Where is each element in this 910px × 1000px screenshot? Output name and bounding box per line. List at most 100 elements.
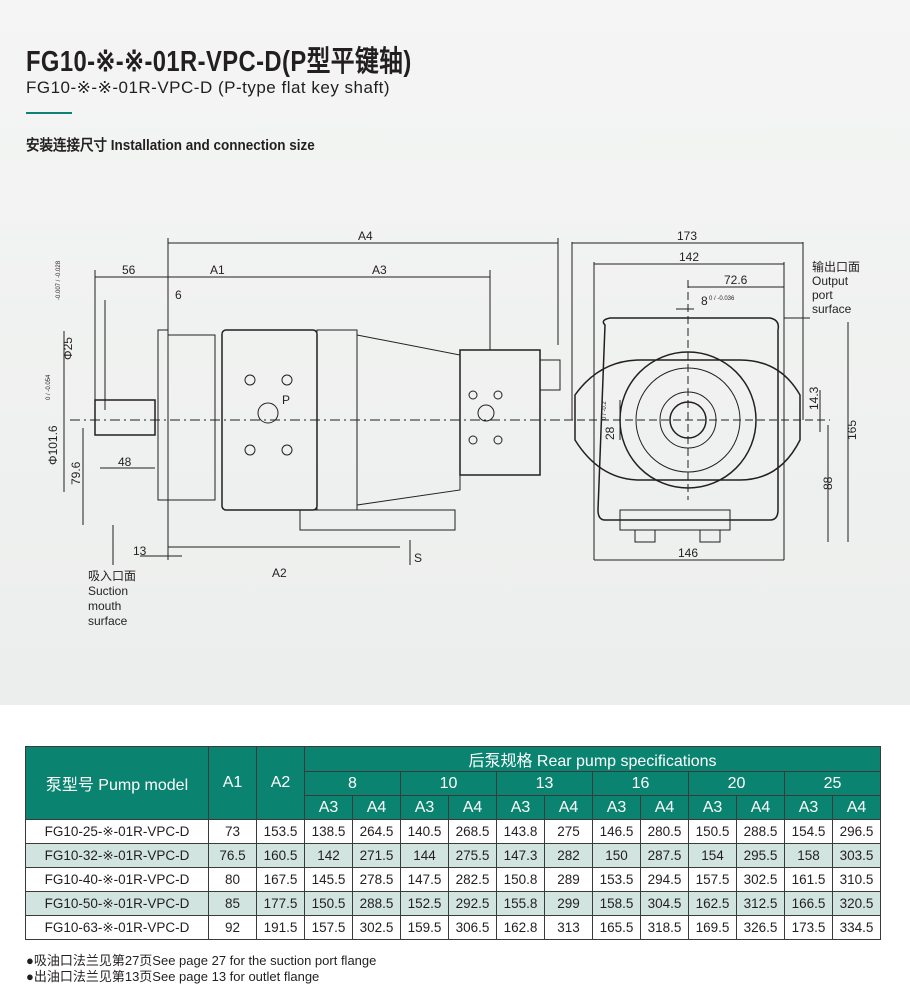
dim-s: S — [414, 551, 422, 565]
value-cell: 318.5 — [640, 915, 689, 940]
model-cell: FG10-32-※-01R-VPC-D — [25, 843, 209, 868]
dim-phi101: Φ101.6 — [46, 425, 60, 465]
output-label-2: port — [812, 288, 833, 302]
value-cell: 282 — [544, 843, 593, 868]
value-cell: 167.5 — [256, 867, 305, 892]
dim-6: 6 — [175, 288, 182, 302]
side-view — [63, 238, 570, 565]
value-cell: 92 — [208, 915, 257, 940]
dim-173: 173 — [677, 229, 697, 243]
value-cell: 294.5 — [640, 867, 689, 892]
value-cell: 138.5 — [304, 819, 353, 844]
value-cell: 268.5 — [448, 819, 497, 844]
value-cell: 173.5 — [784, 915, 833, 940]
note-outlet: ●出油口法兰见第13页See page 13 for outlet flange — [26, 969, 320, 984]
a3-header: A3 — [496, 795, 545, 820]
value-cell: 166.5 — [784, 891, 833, 916]
dim-72-6: 72.6 — [724, 273, 748, 287]
value-cell: 299 — [544, 891, 593, 916]
value-cell: 152.5 — [400, 891, 449, 916]
dim-165: 165 — [845, 420, 859, 440]
spec-table: 泵型号 Pump model A1 A2 后泵规格 Rear pump spec… — [25, 746, 881, 940]
value-cell: 154 — [688, 843, 737, 868]
value-cell: 278.5 — [352, 867, 401, 892]
size-header: 8 — [304, 771, 401, 796]
dim-13: 13 — [133, 544, 147, 558]
output-label-cn: 输出口面 — [812, 259, 860, 274]
notes: ●吸油口法兰见第27页See page 27 for the suction p… — [26, 953, 376, 985]
value-cell: 313 — [544, 915, 593, 940]
value-cell: 150 — [592, 843, 641, 868]
front-view — [565, 242, 849, 561]
a4-header: A4 — [640, 795, 689, 820]
dim-28-tol: 0 / -0.2 — [602, 401, 608, 420]
dim-8-tol: 0 / -0.036 — [709, 296, 735, 302]
model-cell: FG10-50-※-01R-VPC-D — [25, 891, 209, 916]
value-cell: 147.3 — [496, 843, 545, 868]
output-label: 输出口面 Output port surface — [812, 259, 860, 316]
value-cell: 158 — [784, 843, 833, 868]
value-cell: 303.5 — [832, 843, 881, 868]
dim-88: 88 — [821, 476, 835, 490]
dim-142: 142 — [679, 250, 699, 264]
dim-146: 146 — [678, 546, 698, 560]
value-cell: 310.5 — [832, 867, 881, 892]
value-cell: 159.5 — [400, 915, 449, 940]
value-cell: 312.5 — [736, 891, 785, 916]
accent-divider — [26, 112, 72, 114]
value-cell: 161.5 — [784, 867, 833, 892]
output-label-1: Output — [812, 274, 849, 288]
value-cell: 140.5 — [400, 819, 449, 844]
value-cell: 157.5 — [304, 915, 353, 940]
value-cell: 150.5 — [304, 891, 353, 916]
value-cell: 165.5 — [592, 915, 641, 940]
size-header: 16 — [592, 771, 689, 796]
technical-drawing: A4 A1 A3 56 6 48 13 A2 S P Φ25 -0.007 / … — [46, 229, 860, 628]
section-heading: 安装连接尺寸 Installation and connection size — [26, 137, 315, 154]
dim-phi25-tol: -0.007 / -0.028 — [56, 260, 62, 300]
page-title: FG10-※-※-01R-VPC-D(P型平键轴) — [26, 46, 412, 78]
port-label: P — [282, 393, 290, 407]
a4-header: A4 — [448, 795, 497, 820]
value-cell: 145.5 — [304, 867, 353, 892]
model-cell: FG10-25-※-01R-VPC-D — [25, 819, 209, 844]
value-cell: 73 — [208, 819, 257, 844]
size-header: 10 — [400, 771, 497, 796]
page-subtitle: FG10-※-※-01R-VPC-D (P-type flat key shaf… — [26, 78, 391, 97]
a3-header: A3 — [688, 795, 737, 820]
value-cell: 153.5 — [592, 867, 641, 892]
value-cell: 157.5 — [688, 867, 737, 892]
value-cell: 80 — [208, 867, 257, 892]
value-cell: 287.5 — [640, 843, 689, 868]
dim-a1: A1 — [210, 263, 225, 277]
value-cell: 264.5 — [352, 819, 401, 844]
suction-label: 吸入口面 Suction mouth surface — [88, 569, 136, 628]
suction-label-2: mouth — [88, 599, 121, 613]
output-label-3: surface — [812, 302, 852, 316]
size-header: 25 — [784, 771, 881, 796]
value-cell: 288.5 — [736, 819, 785, 844]
model-cell: FG10-40-※-01R-VPC-D — [25, 867, 209, 892]
a4-header: A4 — [832, 795, 881, 820]
value-cell: 275 — [544, 819, 593, 844]
value-cell: 326.5 — [736, 915, 785, 940]
value-cell: 158.5 — [592, 891, 641, 916]
value-cell: 304.5 — [640, 891, 689, 916]
value-cell: 162.5 — [688, 891, 737, 916]
a4-header: A4 — [736, 795, 785, 820]
value-cell: 155.8 — [496, 891, 545, 916]
value-cell: 143.8 — [496, 819, 545, 844]
value-cell: 85 — [208, 891, 257, 916]
col-a1: A1 — [208, 746, 257, 820]
size-header: 20 — [688, 771, 785, 796]
dim-phi101-tol: 0 / -0.054 — [46, 374, 52, 400]
col-rear: 后泵规格 Rear pump specifications — [304, 746, 881, 772]
dim-a3: A3 — [372, 263, 387, 277]
value-cell: 177.5 — [256, 891, 305, 916]
col-a2: A2 — [256, 746, 305, 820]
